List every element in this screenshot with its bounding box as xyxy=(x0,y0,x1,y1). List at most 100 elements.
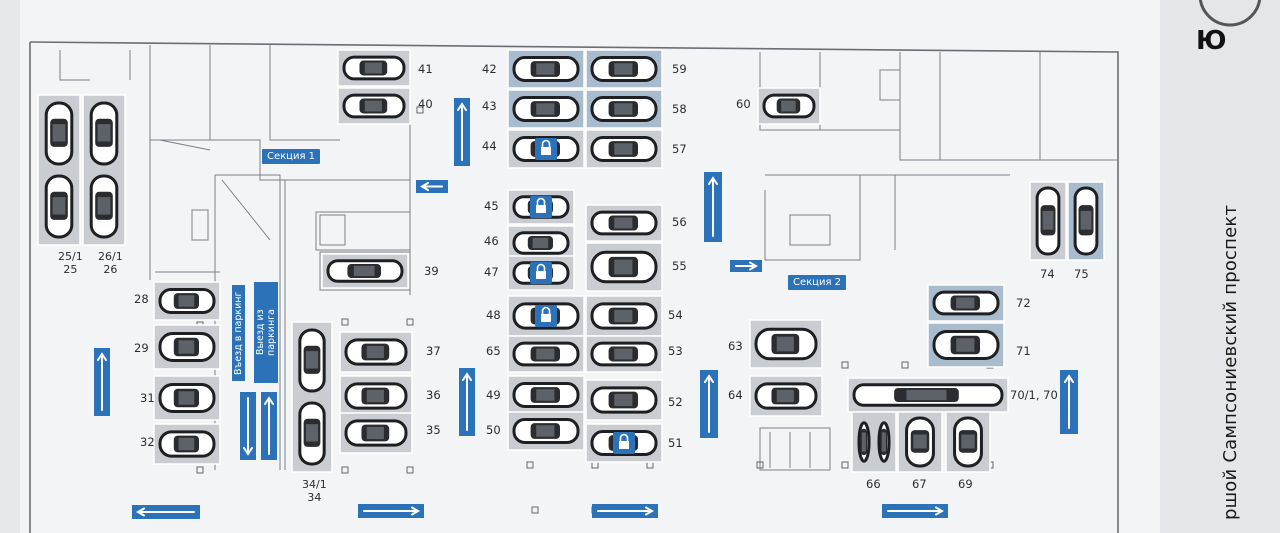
exit-sign: Выезд из паркинга xyxy=(254,282,278,383)
car-spot-10-a[interactable] xyxy=(89,101,119,166)
car-spot-16[interactable] xyxy=(326,259,404,283)
car-spot-42[interactable] xyxy=(953,416,983,468)
spot-label-3: 43 xyxy=(482,99,497,113)
car-spot-40-a[interactable] xyxy=(857,421,871,463)
wall-19 xyxy=(759,427,831,471)
car-spot-24[interactable] xyxy=(158,430,216,458)
car-spot-0[interactable] xyxy=(342,55,406,81)
spot-label-5: 59 xyxy=(672,62,687,76)
car-spot-1[interactable] xyxy=(342,93,406,119)
car-spot-6[interactable] xyxy=(590,95,658,123)
street-label: ршой Сампсониевский проспект xyxy=(1220,204,1241,520)
wall-9 xyxy=(315,211,411,251)
column-1 xyxy=(406,318,414,326)
car-spot-30[interactable] xyxy=(512,341,580,367)
car-spot-10-b[interactable] xyxy=(89,174,119,239)
spot-label-9: 25/1 25 xyxy=(58,250,83,276)
spot-label-8: 60 xyxy=(736,97,751,111)
spot-label-12: 46 xyxy=(484,234,499,248)
spot-label-28: 34/1 34 xyxy=(302,478,327,504)
car-spot-12[interactable] xyxy=(512,231,570,255)
car-spot-38[interactable] xyxy=(754,382,818,410)
car-spot-18[interactable] xyxy=(1073,186,1099,256)
car-spot-8[interactable] xyxy=(762,93,816,119)
direction-arrow-up-4-glyph xyxy=(264,396,274,455)
wall-30 xyxy=(159,139,211,151)
car-spot-22[interactable] xyxy=(158,332,216,362)
spot-label-18: 75 xyxy=(1074,267,1089,281)
column-16 xyxy=(841,461,849,469)
car-spot-3[interactable] xyxy=(512,95,580,123)
spot-label-6: 58 xyxy=(672,102,687,116)
section-1-label: Секция 1 xyxy=(262,149,321,164)
direction-arrow-up-1-glyph xyxy=(457,102,467,161)
car-spot-34[interactable] xyxy=(590,341,658,367)
car-spot-9-b[interactable] xyxy=(44,174,74,239)
direction-arrow-up-2-glyph xyxy=(708,176,718,237)
car-spot-37[interactable] xyxy=(754,327,818,361)
direction-arrow-right-4-glyph xyxy=(887,506,944,516)
direction-arrow-right-3-glyph xyxy=(597,506,654,516)
spot-label-24: 32 xyxy=(140,435,155,449)
section-2-label: Секция 2 xyxy=(788,275,847,290)
spot-label-17: 74 xyxy=(1040,267,1055,281)
car-spot-14[interactable] xyxy=(590,210,658,236)
car-spot-13[interactable] xyxy=(512,261,570,285)
spot-label-31: 49 xyxy=(486,388,501,402)
car-spot-28-b[interactable] xyxy=(298,401,326,466)
street-margin xyxy=(1160,0,1280,533)
car-spot-29[interactable] xyxy=(512,302,580,330)
spot-label-10: 26/1 26 xyxy=(98,250,123,276)
spot-label-23: 31 xyxy=(140,391,155,405)
spot-label-22: 29 xyxy=(134,341,149,355)
car-spot-25[interactable] xyxy=(344,338,408,366)
car-spot-33[interactable] xyxy=(590,302,658,330)
column-12 xyxy=(841,361,849,369)
car-spot-17[interactable] xyxy=(1035,186,1061,256)
car-spot-11[interactable] xyxy=(512,195,570,219)
car-spot-4[interactable] xyxy=(512,135,580,163)
wall-10 xyxy=(319,251,411,291)
car-spot-27[interactable] xyxy=(344,419,408,447)
car-spot-7[interactable] xyxy=(590,135,658,163)
spot-label-37: 63 xyxy=(728,339,743,353)
spot-label-32: 50 xyxy=(486,423,501,437)
car-spot-2[interactable] xyxy=(512,55,580,83)
column-0 xyxy=(341,318,349,326)
spot-label-15: 55 xyxy=(672,259,687,273)
spot-label-33: 54 xyxy=(668,308,683,322)
car-spot-36[interactable] xyxy=(590,429,658,457)
column-21 xyxy=(416,106,424,114)
car-spot-35[interactable] xyxy=(590,386,658,414)
column-9 xyxy=(531,506,539,514)
direction-arrow-down-1-glyph xyxy=(243,397,253,456)
spot-label-1: 40 xyxy=(418,97,433,111)
direction-arrow-up-6-glyph xyxy=(704,374,714,433)
car-spot-23[interactable] xyxy=(158,383,216,413)
compass-south-label: Ю xyxy=(1196,26,1227,56)
spot-label-2: 42 xyxy=(482,62,497,76)
column-6 xyxy=(526,461,534,469)
wall-23 xyxy=(319,214,346,246)
car-spot-40-b[interactable] xyxy=(877,421,891,463)
wall-24 xyxy=(789,214,831,246)
car-spot-31[interactable] xyxy=(512,381,580,409)
spot-label-40: 66 xyxy=(866,477,881,491)
direction-arrow-left-2-glyph xyxy=(136,507,195,517)
car-spot-39[interactable] xyxy=(852,383,1004,407)
car-spot-5[interactable] xyxy=(590,55,658,83)
car-spot-20[interactable] xyxy=(932,330,1000,360)
car-spot-9-a[interactable] xyxy=(44,101,74,166)
car-spot-15[interactable] xyxy=(590,250,658,284)
car-spot-32[interactable] xyxy=(512,417,580,445)
spot-label-25: 37 xyxy=(426,344,441,358)
car-spot-19[interactable] xyxy=(932,290,1000,316)
direction-arrow-up-5-glyph xyxy=(462,372,472,431)
car-spot-21[interactable] xyxy=(158,287,216,315)
car-spot-28-a[interactable] xyxy=(298,328,326,393)
car-spot-26[interactable] xyxy=(344,382,408,410)
car-spot-41[interactable] xyxy=(905,416,935,468)
spot-label-34: 53 xyxy=(668,344,683,358)
